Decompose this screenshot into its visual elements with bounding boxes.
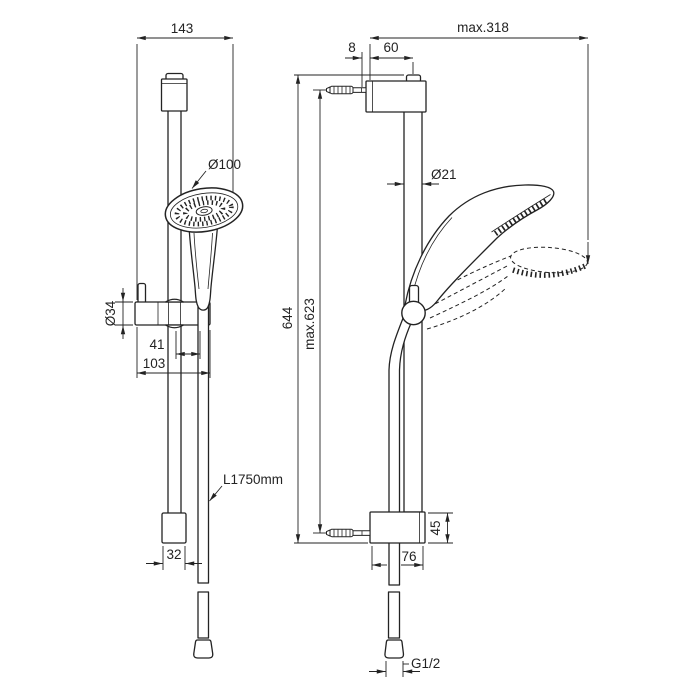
front-dimensions: 143 Ø100 Ø34 41: [103, 21, 283, 570]
dim-rail-diameter-21: Ø21: [387, 167, 457, 187]
dim-hose-length: L1750mm: [209, 472, 283, 502]
dim-rail-to-hose-41: 41: [149, 331, 201, 359]
dim-thread-g12: G1/2: [369, 656, 440, 677]
side-screw-top: [326, 85, 367, 95]
dim-bottom-bracket-32-label: 32: [166, 547, 181, 562]
front-hose-lower: [197, 591, 210, 639]
dim-thread-g12-label: G1/2: [411, 656, 440, 671]
side-wall-bracket-top: [365, 74, 427, 113]
dim-max-reach-318: max.318: [369, 20, 591, 264]
dim-hose-length-label: L1750mm: [223, 472, 283, 487]
front-hose-fitting: [193, 639, 214, 659]
side-view: max.318 8 60 644: [280, 20, 591, 677]
front-bottom-bracket: [161, 512, 187, 544]
dim-bracket-depth-60-label: 60: [383, 40, 398, 55]
dim-wall-gap-8-label: 8: [348, 40, 356, 55]
dim-head-diameter-label: Ø100: [208, 157, 241, 172]
front-shower-head: [164, 187, 244, 233]
dim-fixing-distance-623: max.623: [302, 89, 327, 534]
dim-rail-to-hose-41-label: 41: [149, 337, 164, 352]
side-slider-ball: [401, 300, 426, 326]
side-hose-fitting: [384, 639, 405, 659]
front-top-bracket: [160, 72, 188, 112]
dim-bracket-height-45-label: 45: [428, 520, 443, 535]
dim-width-143-label: 143: [171, 21, 194, 36]
dim-slider-diameter: Ø34: [103, 288, 133, 339]
dim-width-143: 143: [136, 21, 234, 378]
dim-total-height-644-label: 644: [280, 306, 295, 329]
side-dimensions: max.318 8 60 644: [280, 20, 591, 677]
dim-slider-length-103-label: 103: [143, 356, 166, 371]
dim-slider-length-103: 103: [137, 330, 211, 378]
dim-fixing-distance-623-label: max.623: [302, 298, 317, 350]
dim-wall-gap-8: 8: [345, 40, 363, 87]
side-wall-bracket-bottom: [369, 511, 426, 544]
dim-slider-diameter-label: Ø34: [103, 300, 118, 326]
front-handle: [188, 225, 219, 311]
dim-head-diameter: Ø100: [191, 157, 241, 189]
dim-rail-diameter-21-label: Ø21: [431, 167, 457, 182]
side-hose-lower: [387, 591, 401, 639]
dim-bracket-depth-60: 60: [370, 40, 414, 74]
dim-bottom-bracket-32: 32: [146, 546, 202, 570]
front-view: 143 Ø100 Ø34 41: [103, 21, 283, 659]
dim-max-reach-318-label: max.318: [457, 20, 509, 35]
dim-bracket-height-45: 45: [428, 512, 453, 544]
front-slider-bracket: [134, 298, 211, 329]
dim-bracket-depth-76: 76: [371, 546, 424, 570]
side-screw-bottom: [326, 528, 371, 538]
dim-bracket-depth-76-label: 76: [401, 549, 416, 564]
dim-total-height-644: 644: [280, 74, 404, 544]
